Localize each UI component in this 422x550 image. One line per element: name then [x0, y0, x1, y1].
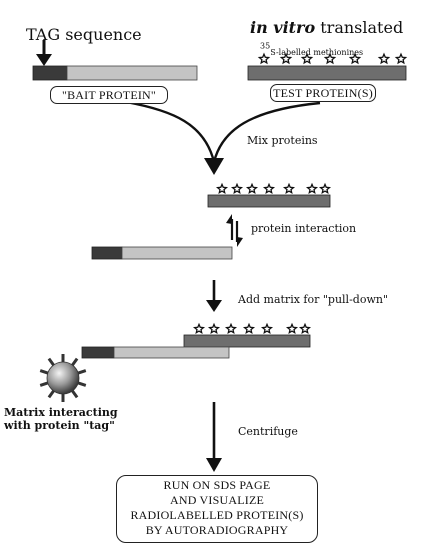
methionine-star-icon — [242, 322, 256, 335]
bead-spike — [71, 390, 79, 399]
centrifuge-label: Centrifuge — [238, 425, 298, 438]
methionine-star-icon — [300, 52, 314, 65]
matrix-label-line2: with protein "tag" — [4, 419, 115, 432]
bait-tag-segment-3 — [81, 346, 115, 359]
mix-proteins-label: Mix proteins — [247, 134, 318, 147]
methionine-star-icon — [215, 182, 229, 195]
in-vitro-italic: in vitro — [250, 18, 316, 37]
methionine-star-icon — [257, 52, 271, 65]
methionine-star-icon — [207, 322, 221, 335]
in-vitro-translated-label: in vitro translated — [250, 18, 403, 37]
test-protein-bar-3 — [183, 334, 311, 348]
bait-protein-bar — [32, 65, 198, 81]
mix-arrowhead — [204, 158, 224, 175]
final-line-2: AND VISUALIZE — [169, 493, 265, 507]
methionine-stars-mid — [215, 182, 332, 195]
translated-word: translated — [320, 18, 404, 37]
matrix-bead-icon — [46, 361, 80, 395]
methionine-star-icon — [192, 322, 206, 335]
matrix-bead-spikes — [39, 354, 87, 402]
bait-curve — [119, 99, 216, 163]
isotope-superscript: 35 — [260, 41, 271, 51]
bead-spike — [39, 369, 49, 375]
methionine-stars-top — [257, 52, 408, 65]
methionine-star-icon — [285, 322, 299, 335]
methionine-star-icon — [318, 182, 332, 195]
bead-spike — [71, 357, 79, 366]
s-labelled-label: 35S-labelled methionines — [260, 40, 363, 59]
methionine-star-icon — [377, 52, 391, 65]
bead-spike — [47, 390, 55, 399]
methionine-star-icon — [394, 52, 408, 65]
test-protein-bar — [247, 65, 407, 81]
bait-body-segment-3 — [113, 346, 230, 359]
methionine-star-icon — [224, 322, 238, 335]
final-step-box: RUN ON SDS PAGE AND VISUALIZE RADIOLABEL… — [116, 475, 318, 543]
final-line-1: RUN ON SDS PAGE — [163, 478, 271, 492]
bait-body-segment — [66, 65, 198, 81]
methionine-star-icon — [230, 182, 244, 195]
methionine-star-icon — [245, 182, 259, 195]
bead-spike — [47, 357, 55, 366]
methionine-star-icon — [348, 52, 362, 65]
matrix-label-line1: Matrix interacting — [4, 406, 118, 419]
methionine-star-icon — [323, 52, 337, 65]
test-proteins-label: TEST PROTEIN(S) — [273, 86, 373, 100]
bait-protein-label: "BAIT PROTEIN" — [61, 88, 157, 102]
methionine-stars-low — [192, 322, 312, 335]
methionine-star-icon — [262, 182, 276, 195]
protein-interaction-label: protein interaction — [251, 222, 357, 235]
tag-sequence-label: TAG sequence — [26, 25, 142, 44]
bead-spike — [77, 381, 87, 387]
methionine-star-icon — [298, 322, 312, 335]
bead-spike — [39, 381, 49, 387]
s-labelled-methionines: S-labelled methionines — [270, 48, 364, 57]
add-matrix-label: Add matrix for "pull-down" — [238, 293, 389, 306]
methionine-star-icon — [279, 52, 293, 65]
test-protein-bar-2 — [207, 194, 331, 208]
methionine-star-icon — [305, 182, 319, 195]
methionine-star-icon — [260, 322, 274, 335]
equilibrium-arrows-icon — [226, 214, 243, 247]
bait-tag-segment-2 — [91, 246, 123, 260]
bait-protein-tag: "BAIT PROTEIN" — [50, 86, 168, 104]
methionine-star-icon — [282, 182, 296, 195]
final-line-4: BY AUTORADIOGRAPHY — [145, 523, 289, 537]
test-proteins-tag: TEST PROTEIN(S) — [270, 84, 376, 102]
tag-pointer-arrow — [36, 40, 52, 66]
bait-body-segment-2 — [121, 246, 233, 260]
test-curve — [212, 101, 321, 163]
bead-spike — [77, 369, 87, 375]
bait-tag-segment — [32, 65, 68, 81]
final-line-3: RADIOLABELLED PROTEIN(S) — [130, 508, 304, 522]
